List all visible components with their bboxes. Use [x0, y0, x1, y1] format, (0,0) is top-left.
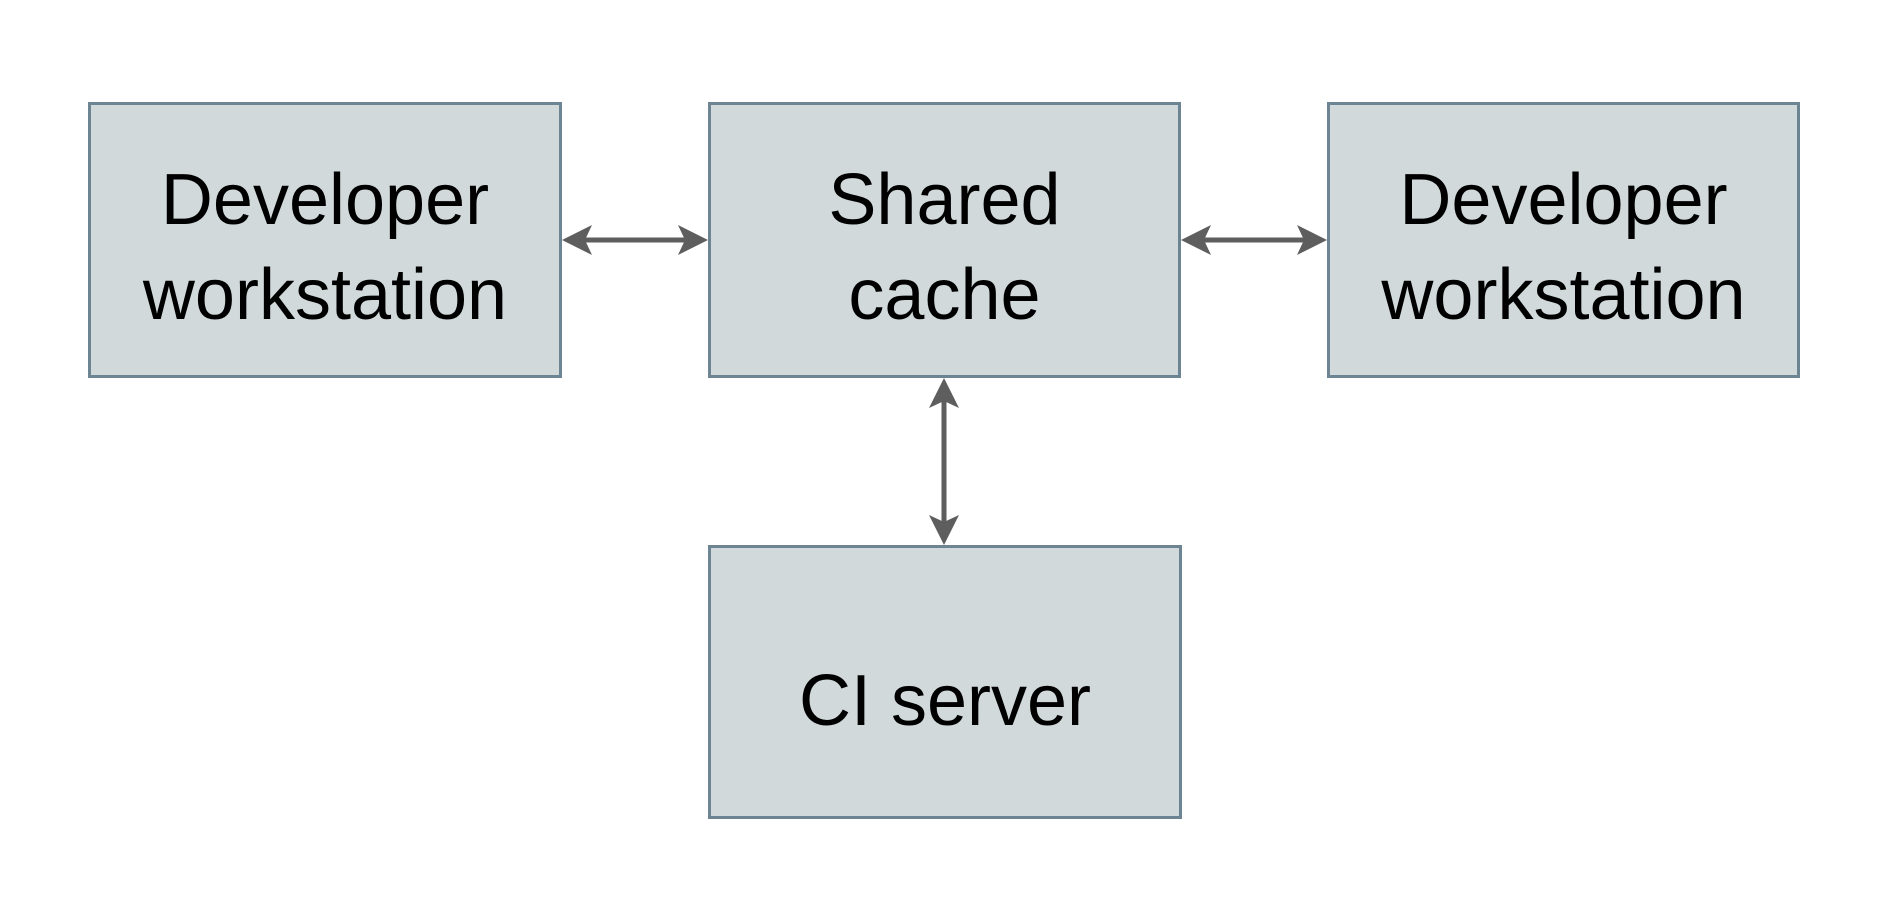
node-developer-workstation-right: Developer workstation: [1327, 102, 1800, 378]
node-label: Developer workstation: [1381, 137, 1745, 343]
node-label: CI server: [799, 616, 1091, 749]
arrow-devleft-cache: [562, 222, 708, 258]
node-label-line: Developer: [160, 160, 490, 240]
arrow-cache-ciserver: [926, 378, 962, 545]
node-ci-server: CI server: [708, 545, 1182, 819]
node-developer-workstation-left: Developer workstation: [88, 102, 562, 378]
node-shared-cache: Shared cache: [708, 102, 1181, 378]
arrow-cache-devright: [1181, 222, 1327, 258]
double-arrow-horizontal-icon: [562, 225, 708, 255]
node-label-line: CI server: [798, 660, 1092, 741]
node-label-line: cache: [848, 255, 1041, 335]
node-label-line: Developer: [1399, 160, 1728, 240]
node-label-line: workstation: [1381, 255, 1746, 335]
double-arrow-vertical-icon: [929, 378, 959, 545]
node-label-line: workstation: [142, 255, 508, 335]
node-label: Shared cache: [828, 137, 1060, 343]
double-arrow-horizontal-icon: [1181, 225, 1327, 255]
node-label-line: Shared: [828, 160, 1061, 240]
node-label: Developer workstation: [143, 137, 507, 343]
